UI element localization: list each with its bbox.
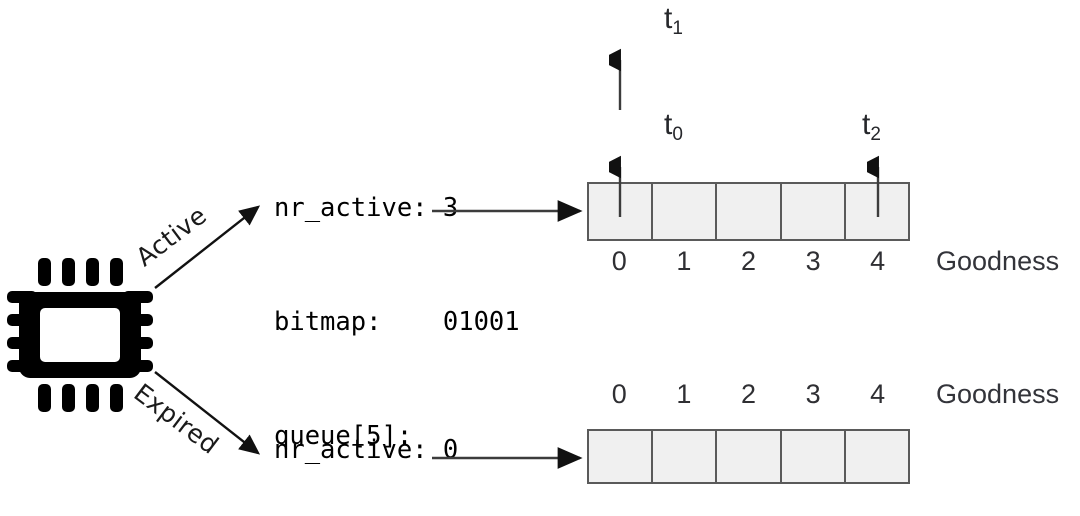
task-label-t0-subscript: 0 [672,124,683,145]
task-label-t2: t2 [862,108,881,145]
active-bitmap-line: bitmap: 01001 [274,307,520,337]
active-index-2: 2 [740,246,756,276]
expired-array-cell-2[interactable] [717,431,782,482]
task-label-t0-base: t [664,108,673,141]
task-label-t2-subscript: 2 [870,124,881,145]
expired-index-1: 1 [676,379,692,409]
expired-index-4: 4 [870,379,886,409]
expired-array-cell-3[interactable] [781,431,846,482]
active-array-cell-2[interactable] [717,184,782,239]
expired-array-cell-4[interactable] [845,431,909,482]
task-arrow-t1 [609,48,622,110]
expired-runqueue-struct: nr_active: 0 bitmap: 00000 queue[5]: [274,355,520,516]
expired-index-3: 3 [805,379,821,409]
expired-nr-active-line: nr_active: 0 [274,435,459,465]
active-array-cell-3[interactable] [781,184,846,239]
active-queue-line: queue[5]: [274,421,413,451]
expired-index-2: 2 [740,379,756,409]
active-goodness-label: Goodness [936,246,1060,276]
active-index-0: 0 [611,246,627,276]
active-array-index-row: 0 1 2 3 4 [587,246,910,277]
active-index-3: 3 [805,246,821,276]
expired-array-cell-0[interactable] [589,431,654,482]
active-priority-array [587,182,910,241]
active-array-cell-1[interactable] [653,184,718,239]
cpu-chip-icon [7,258,153,412]
expired-array-cell-1[interactable] [653,431,718,482]
active-runqueue-struct: nr_active: 3 bitmap: 01001 queue[5]: [274,113,520,516]
expired-index-0: 0 [611,379,627,409]
task-arrow-t0 [609,155,622,217]
branch-label-active: Active [130,200,213,272]
branch-label-expired: Expired [128,378,225,461]
active-queue-pointer-arrow [432,200,583,222]
task-label-t1-subscript: 1 [672,18,683,39]
expired-array-index-row: 0 1 2 3 4 [587,379,910,410]
task-label-t0: t0 [664,108,683,145]
task-label-t1: t1 [664,2,683,39]
expired-goodness-label: Goodness [936,379,1060,409]
expired-priority-array [587,429,910,484]
task-label-t2-base: t [862,108,871,141]
active-index-1: 1 [676,246,692,276]
task-arrow-t2 [867,155,880,217]
task-label-t1-base: t [664,2,673,35]
active-nr-active-line: nr_active: 3 [274,193,459,223]
active-index-4: 4 [870,246,886,276]
expired-queue-pointer-arrow [432,447,583,469]
